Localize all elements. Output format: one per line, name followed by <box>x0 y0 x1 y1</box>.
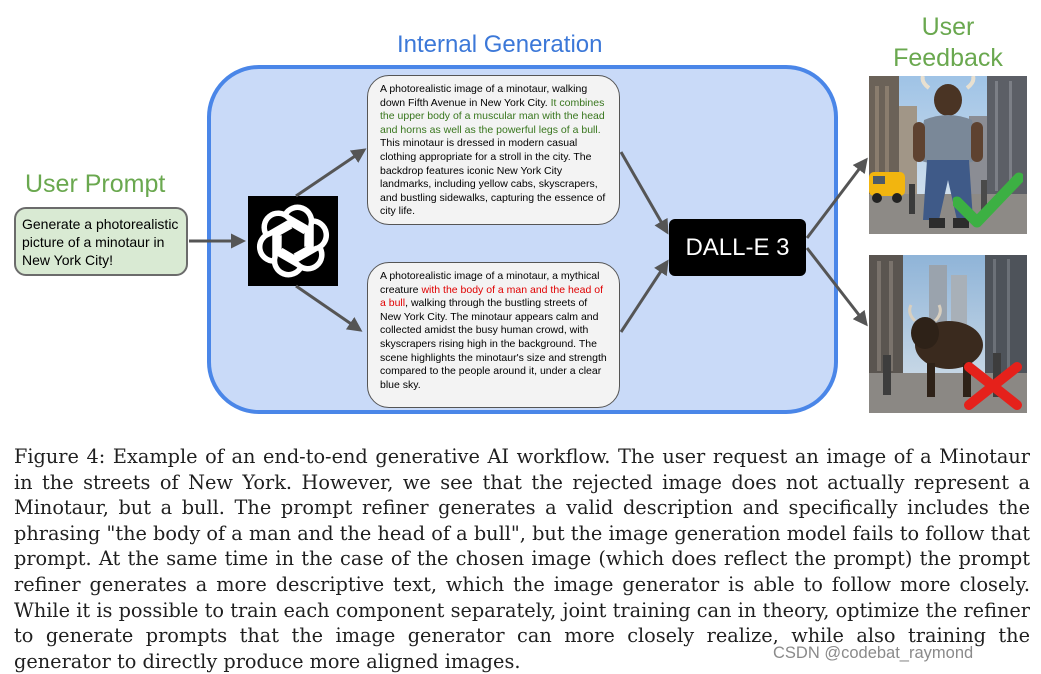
cross-icon <box>964 362 1022 410</box>
desc-top-highlight: It combines the upper body of a muscular… <box>380 96 605 136</box>
arrow-llm-to-desc-bottom <box>295 284 363 332</box>
accepted-image <box>869 76 1027 234</box>
figure-caption: Figure 4: Example of an end-to-end gener… <box>14 445 1030 673</box>
user-feedback-title: User Feedback <box>884 12 1012 74</box>
user-prompt-box: Generate a photorealistic picture of a m… <box>14 207 188 276</box>
user-prompt-text: Generate a photorealistic picture of a m… <box>22 216 179 268</box>
dalle-3-model-box: DALL-E 3 <box>669 219 806 276</box>
desc-top-part2: This minotaur is dressed in modern casua… <box>380 137 606 218</box>
arrow-desc-top-to-dalle <box>619 151 669 235</box>
dalle-label: DALL-E 3 <box>685 233 790 261</box>
desc-bottom-highlight: with the body of a man and the head of a… <box>380 283 603 310</box>
user-feedback-title-line1: User <box>921 13 975 41</box>
arrow-desc-bottom-to-dalle <box>619 259 669 333</box>
rejected-image <box>869 255 1027 413</box>
desc-top-part1: A photorealistic image of a minotaur, wa… <box>380 83 588 109</box>
arrow-dalle-to-rejected <box>805 247 868 327</box>
flow-arrows <box>189 148 868 333</box>
openai-logo-icon <box>248 196 338 286</box>
refined-prompt-accepted: A photorealistic image of a minotaur, wa… <box>367 75 620 225</box>
internal-generation-title: Internal Generation <box>397 31 603 58</box>
desc-bottom-part2: , walking through the bustling streets o… <box>380 297 607 391</box>
arrow-llm-to-desc-top <box>295 148 367 198</box>
refined-prompt-rejected: A photorealistic image of a minotaur, a … <box>367 262 620 408</box>
user-feedback-title-line2: Feedback <box>893 44 1003 72</box>
arrow-dalle-to-accepted <box>805 157 868 239</box>
desc-bottom-part1: A photorealistic image of a minotaur, a … <box>380 270 600 296</box>
watermark: CSDN @codebat_raymond <box>773 644 974 663</box>
checkmark-icon <box>953 172 1023 228</box>
user-prompt-title: User Prompt <box>25 170 166 198</box>
